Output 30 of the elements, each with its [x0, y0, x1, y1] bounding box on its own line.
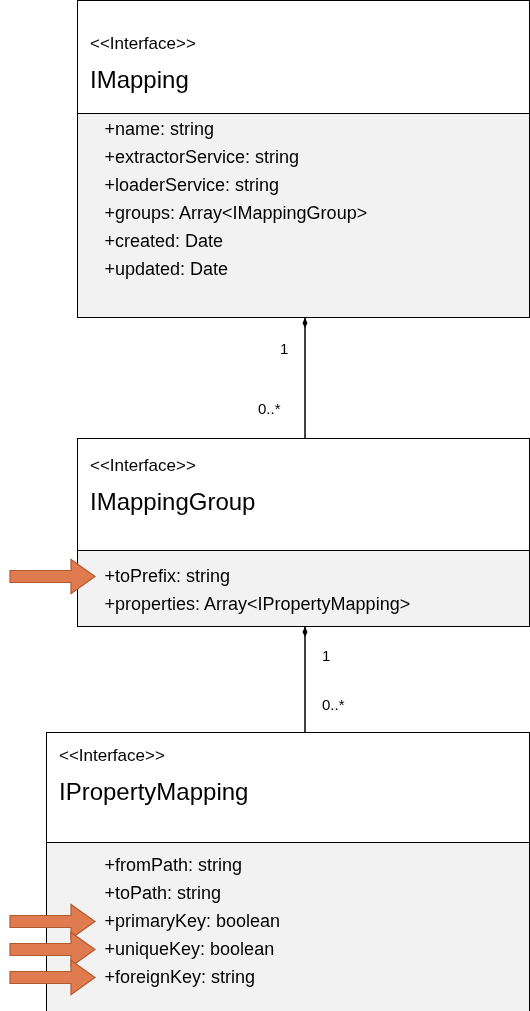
attribute-text: +properties: Array<IPropertyMapping> — [94, 590, 411, 618]
multiplicity-label: 0..* — [322, 696, 345, 714]
stereotype-label: <<Interface>> — [90, 33, 196, 55]
stereotype-label: <<Interface>> — [59, 745, 165, 767]
attribute-text: +extractorService: string — [94, 143, 300, 171]
class-box — [46, 732, 530, 1011]
attribute-text: +uniqueKey: boolean — [94, 935, 275, 963]
attribute-text: +groups: Array<IMappingGroup> — [94, 199, 368, 227]
class-box — [77, 0, 530, 318]
attribute-text: +primaryKey: boolean — [94, 907, 281, 935]
block-arrow — [9, 959, 97, 996]
composition-line — [302, 626, 308, 733]
composition-line — [302, 317, 308, 439]
attribute-text: +toPrefix: string — [94, 562, 231, 590]
attribute-text: +created: Date — [94, 227, 224, 255]
stereotype-label: <<Interface>> — [90, 455, 196, 477]
multiplicity-label: 1 — [322, 647, 331, 665]
attribute-text: +toPath: string — [94, 879, 222, 907]
class-name: IMapping — [90, 65, 189, 95]
attribute-text: +foreignKey: string — [94, 963, 256, 991]
attribute-text: +name: string — [94, 115, 215, 143]
block-arrow — [9, 558, 97, 595]
class-box — [77, 438, 530, 627]
multiplicity-label: 0..* — [258, 400, 281, 418]
attribute-text: +loaderService: string — [94, 171, 280, 199]
attribute-text: +fromPath: string — [94, 851, 243, 879]
attribute-text: +updated: Date — [94, 255, 229, 283]
class-name: IMappingGroup — [90, 487, 256, 517]
multiplicity-label: 1 — [280, 340, 289, 358]
class-name: IPropertyMapping — [59, 777, 249, 807]
